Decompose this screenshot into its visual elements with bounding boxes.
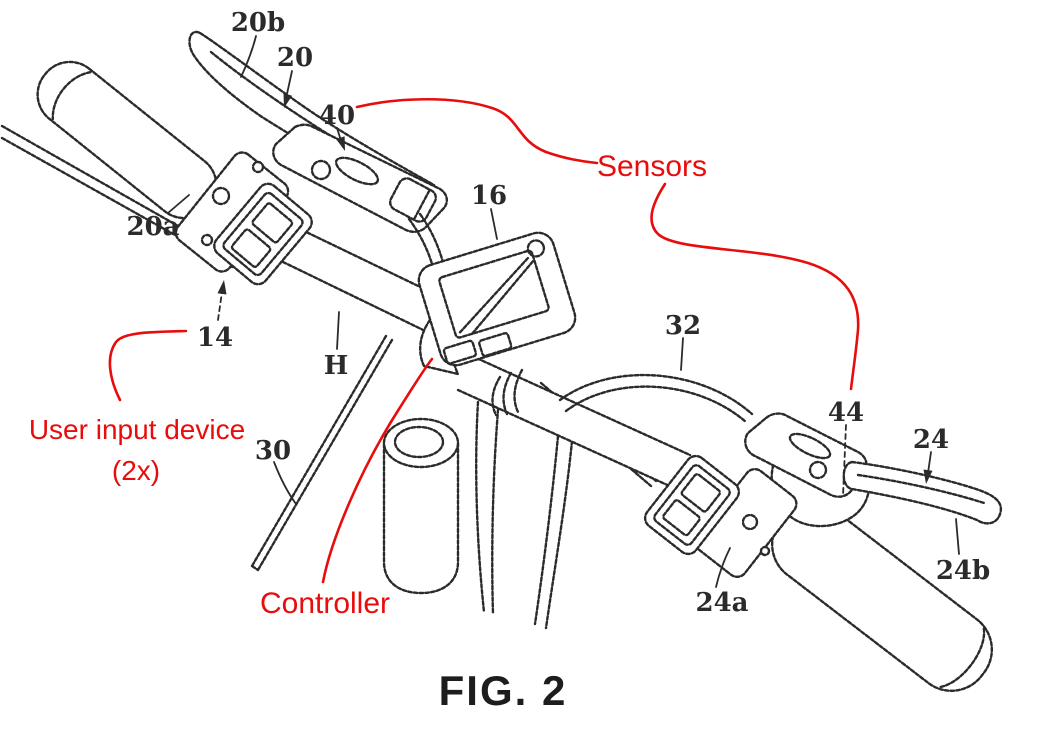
annotation-texts: Sensors User input device (2x) Controlle… [29, 150, 707, 620]
clamp-bolt-left-low [200, 233, 214, 247]
leader-20a [167, 194, 190, 214]
leader-44 [842, 424, 847, 497]
leader-30 [273, 461, 297, 505]
clamp-bolt-right-small [759, 545, 771, 557]
figure-caption: FIG. 2 [439, 667, 568, 714]
ref-label-H: H [324, 351, 349, 381]
annotation-user-input-line2: (2x) [112, 455, 160, 486]
head-tube [382, 442, 460, 595]
clamp-bolt-left [211, 186, 231, 206]
ref-label-30: 30 [255, 436, 291, 466]
ref-label-16: 16 [471, 181, 507, 211]
sensor-dot-left [310, 159, 332, 181]
annotation-line-controller [321, 357, 434, 584]
annotation-lines [108, 97, 860, 584]
leader-H [336, 311, 340, 350]
leader-20b [240, 35, 257, 78]
ref-label-40: 40 [319, 101, 355, 131]
head-tube-bore [393, 425, 445, 459]
annotation-line-sensors-right [650, 182, 860, 391]
ref-label-24b: 24b [936, 556, 990, 586]
annotation-user-input-line1: User input device [29, 414, 245, 445]
leader-16 [490, 208, 498, 240]
annotation-controller: Controller [260, 587, 390, 620]
clamp-bolt-right [741, 513, 759, 531]
fork-blade-right [533, 434, 574, 630]
leader-32 [680, 337, 684, 371]
brake-blade-right-inner [856, 473, 986, 505]
input-device-left [213, 182, 313, 286]
arrowhead-40 [336, 136, 345, 151]
input-device-right [643, 454, 741, 556]
stem-clamp [491, 368, 524, 417]
brake-cable-30 [250, 334, 394, 572]
annotation-sensors: Sensors [597, 150, 707, 183]
annotation-line-user-input [108, 329, 188, 402]
lever-slot-left [334, 156, 380, 186]
ref-label-14: 14 [197, 323, 233, 353]
cable-barrel [388, 177, 438, 223]
annotation-line-sensors-left [355, 97, 599, 165]
arrowhead-20 [283, 93, 293, 108]
ref-label-20: 20 [277, 43, 313, 73]
clamp-bolt-left-top [251, 160, 265, 174]
lever-slot-right [788, 432, 832, 460]
ref-label-44: 44 [828, 398, 864, 428]
leader-24b [955, 518, 960, 555]
leader-24a [715, 547, 731, 588]
reference-numerals: 20b 20 40 20a 14 H 30 16 32 44 24 24b 24… [126, 8, 990, 618]
leader-arrowheads [217, 93, 933, 484]
sensor-dot-right [808, 460, 828, 480]
arrowhead-14 [217, 280, 227, 295]
brake-blade-right [842, 460, 1003, 525]
handlebar-left-fill [283, 230, 468, 344]
ref-label-24a: 24a [695, 588, 748, 618]
cable-32 [558, 373, 754, 424]
fork-blade-left [475, 396, 501, 616]
ref-label-32: 32 [665, 311, 701, 341]
ink-drawing [0, 30, 1003, 692]
brake-lever-right [744, 412, 868, 498]
arrowhead-24 [923, 469, 933, 484]
ref-label-24: 24 [913, 425, 949, 455]
leader-lines [167, 35, 960, 588]
ref-label-20b: 20b [231, 8, 285, 38]
display-16 [417, 231, 577, 367]
ref-label-20a: 20a [126, 212, 179, 242]
